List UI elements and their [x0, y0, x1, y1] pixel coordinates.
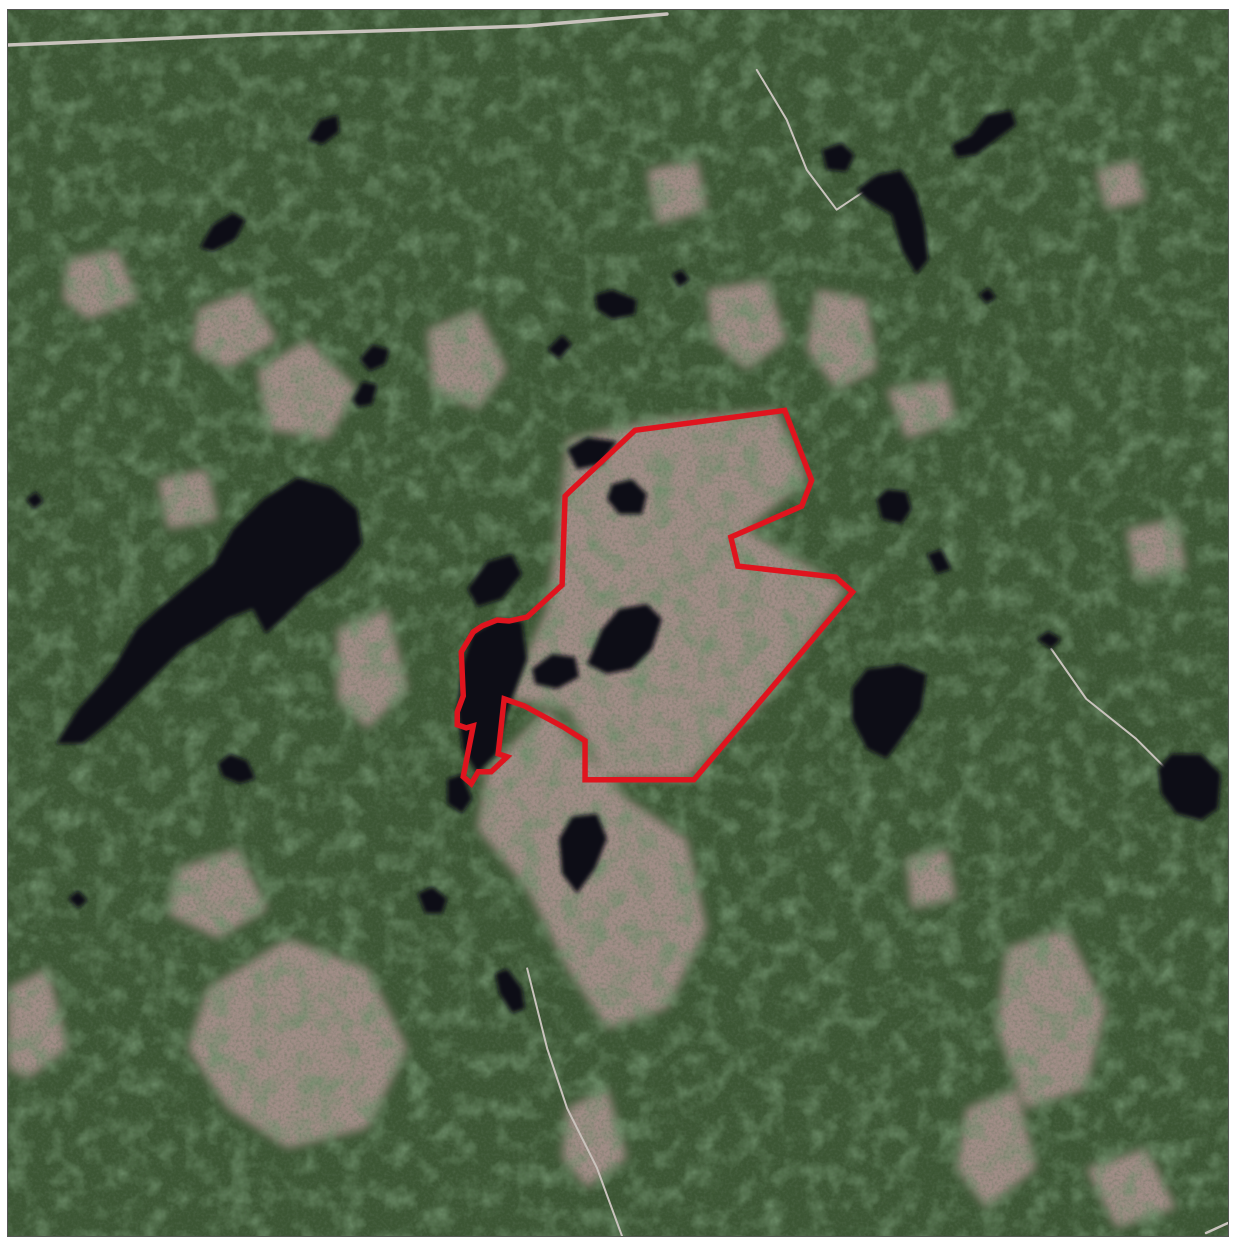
map-frame — [7, 9, 1229, 1237]
track-northeast — [755, 68, 868, 211]
track-east — [1050, 647, 1168, 770]
lake-northwest-1 — [307, 114, 340, 145]
track-lower-right — [1204, 1221, 1228, 1235]
lake-southwest-tiny — [67, 890, 88, 909]
lake-south-1 — [495, 968, 526, 1014]
lake-north-small — [547, 334, 573, 360]
lake-inside-boundary — [457, 619, 528, 774]
track-south — [526, 967, 623, 1236]
lake-northeast-top — [951, 109, 1017, 158]
lake-east-mid-tiny — [1036, 630, 1062, 649]
aerial-map[interactable] — [8, 10, 1228, 1236]
lake-west-pair-a — [359, 344, 390, 372]
lake-north-edge — [567, 437, 618, 470]
roads-layer — [8, 12, 1228, 1236]
lake-east-large — [851, 663, 927, 759]
lake-center-small — [532, 653, 580, 689]
water-layer — [25, 109, 1222, 1014]
lake-south-center — [559, 813, 608, 894]
lake-east-tiny — [926, 549, 952, 575]
lake-far-east — [1158, 753, 1222, 821]
road-north — [8, 12, 669, 47]
large-lake-west — [55, 477, 363, 744]
lake-northeast-small — [821, 142, 855, 172]
lake-east-small — [876, 489, 912, 525]
lake-southwest-2 — [417, 886, 448, 914]
lake-northeast-long — [856, 169, 929, 275]
lake-west-pair-b — [352, 381, 378, 408]
lake-southwest-1 — [217, 753, 256, 784]
lake-northwest-2 — [199, 212, 246, 252]
lake-north-center — [595, 289, 637, 320]
lake-south-boundary — [447, 773, 473, 814]
lake-west-of-boundary — [467, 554, 523, 608]
lake-northeast-tiny — [978, 287, 997, 304]
lake-far-west-tiny — [25, 491, 44, 510]
lake-center — [587, 604, 662, 674]
study-area-boundary[interactable] — [454, 407, 857, 788]
lake-north-boundary — [607, 479, 647, 515]
lake-north-center-tiny — [671, 269, 690, 288]
